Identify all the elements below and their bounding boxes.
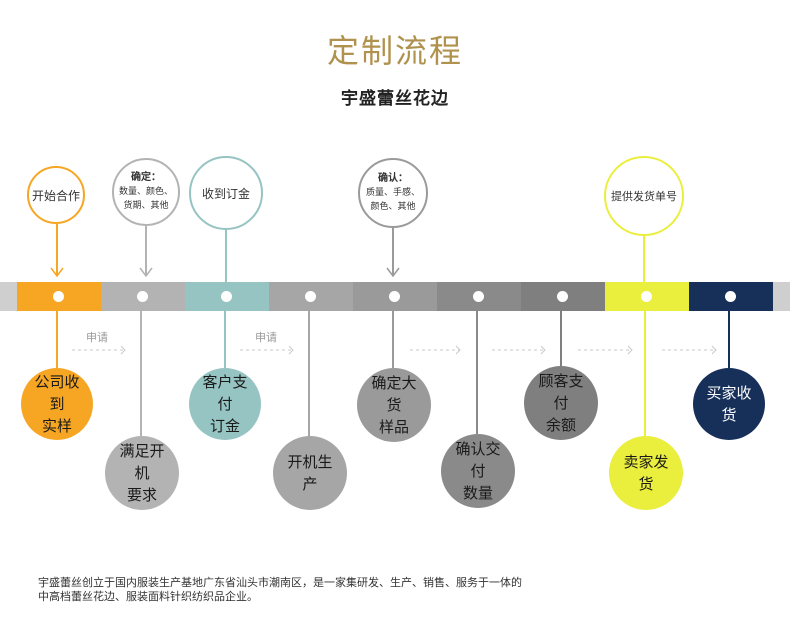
band-segment-3	[185, 282, 269, 311]
band-segment-2	[101, 282, 185, 311]
band-segment-9	[689, 282, 773, 311]
band-dot-3	[221, 291, 232, 302]
stage-9: 买家收货	[693, 368, 765, 440]
dashed-arrow-1-head	[120, 345, 126, 355]
band-dot-2	[137, 291, 148, 302]
stage-7: 顾客支付 余额	[524, 366, 598, 440]
band-dot-4	[305, 291, 316, 302]
bubble-deposit: 收到订金	[189, 156, 263, 230]
band-edge-right	[773, 282, 790, 311]
band-dot-9	[725, 291, 736, 302]
band-dot-1	[53, 291, 64, 302]
stage-3: 客户支付 订金	[189, 368, 261, 440]
process-band	[0, 282, 790, 311]
stage-2: 满足开机 要求	[105, 436, 179, 510]
dashed-arrow-5-head	[627, 345, 633, 355]
bubble-confirm-order-line2: 货期、其他	[123, 201, 169, 211]
band-dot-7	[557, 291, 568, 302]
bubble-confirm-order-line1: 数量、颜色、	[118, 187, 173, 197]
bubble-confirm-order-head: 确定：	[131, 172, 161, 183]
stage-5: 确定大货 样品	[357, 368, 431, 442]
band-segment-5	[353, 282, 437, 311]
arrow-start	[50, 267, 64, 278]
band-segment-4	[269, 282, 353, 311]
stage-8: 卖家发货	[609, 436, 683, 510]
company-description-line2: 中高档蕾丝花边、服装面料针织纺织品企业。	[38, 590, 258, 603]
bubble-confirm-quality-line2: 颜色、其他	[370, 202, 416, 212]
band-dot-5	[389, 291, 400, 302]
stage-6: 确认交付 数量	[441, 434, 515, 508]
bubble-tracking-text: 提供发货单号	[611, 190, 677, 203]
bubble-confirm-quality-line1: 质量、手感、	[365, 188, 420, 198]
page-title: 定制流程	[326, 32, 463, 70]
arrow-confirm-order	[139, 267, 153, 278]
dashed-arrow-4-head	[540, 345, 546, 355]
dashed-arrow-6-head	[711, 345, 717, 355]
bubble-start: 开始合作	[27, 166, 85, 224]
company-description: 宇盛蕾丝创立于国内服装生产基地广东省汕头市潮南区，是一家集研发、生产、销售、服务…	[38, 576, 738, 604]
request-label-2: 申请	[255, 331, 277, 344]
band-dot-8	[641, 291, 652, 302]
request-label-1: 申请	[86, 331, 108, 344]
bubble-confirm-quality: 确认： 质量、手感、 颜色、其他	[358, 158, 428, 228]
stage-4: 开机生产	[273, 436, 347, 510]
page-subtitle: 宇盛蕾丝花边	[341, 89, 449, 109]
band-segment-8	[605, 282, 689, 311]
bubble-confirm-quality-head: 确认：	[378, 173, 408, 184]
company-description-line1: 宇盛蕾丝创立于国内服装生产基地广东省汕头市潮南区，是一家集研发、生产、销售、服务…	[38, 576, 522, 589]
band-segment-6	[437, 282, 521, 311]
band-segment-1	[17, 282, 101, 311]
stage-1: 公司收到 实样	[21, 368, 93, 440]
bubble-confirm-order: 确定： 数量、颜色、 货期、其他	[112, 158, 180, 226]
bubble-deposit-text: 收到订金	[201, 186, 250, 201]
bubble-tracking: 提供发货单号	[604, 156, 684, 236]
band-edge-left	[0, 282, 17, 311]
band-dot-6	[473, 291, 484, 302]
dashed-arrow-2-head	[288, 345, 294, 355]
arrow-confirm-quality	[386, 267, 400, 278]
bubble-start-text: 开始合作	[31, 188, 80, 203]
dashed-arrow-3-head	[455, 345, 461, 355]
band-segment-7	[521, 282, 605, 311]
